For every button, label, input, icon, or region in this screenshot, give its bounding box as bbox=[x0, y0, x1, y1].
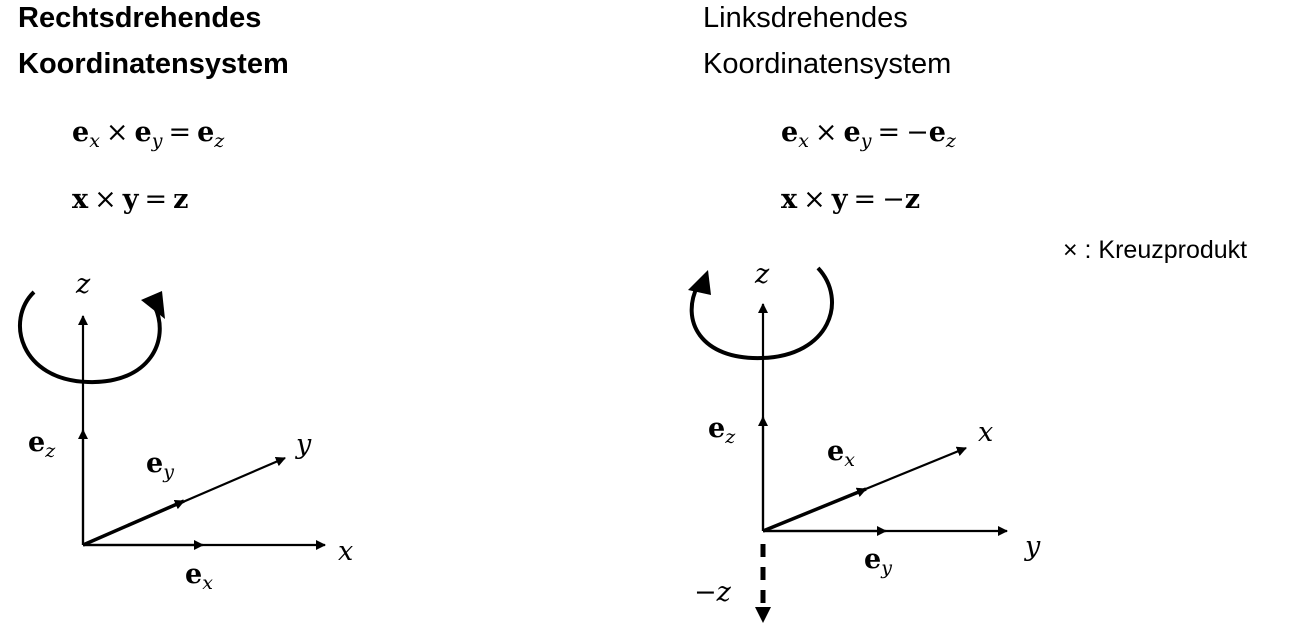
left-equation-unit-vectors: ex×ey=ez bbox=[72, 117, 225, 152]
right-ey-label: ey bbox=[864, 544, 892, 580]
right-coordinate-system bbox=[688, 266, 1008, 623]
left-ey-vector bbox=[82, 499, 185, 547]
left-title-line1: Rechtsdrehendes bbox=[18, 2, 262, 34]
left-ez-label: ez bbox=[28, 427, 56, 463]
right-ex-vector bbox=[762, 487, 867, 533]
right-equation-axes: x×y=−z bbox=[781, 184, 921, 215]
right-y-axis-label: y bbox=[1025, 531, 1041, 562]
right-ez-label: ez bbox=[708, 413, 736, 449]
right-title-line1: Linksdrehendes bbox=[703, 2, 908, 34]
right-neg-z-arrowhead bbox=[755, 607, 771, 623]
left-rotation-arrow bbox=[18, 290, 162, 385]
right-neg-z-axis-label: −z bbox=[694, 577, 731, 608]
left-coordinate-system bbox=[18, 290, 326, 550]
right-z-axis-label: z bbox=[755, 259, 770, 290]
right-equation-unit-vectors: ex×ey=−ez bbox=[781, 117, 956, 152]
left-y-axis-label: y bbox=[296, 429, 312, 460]
left-title-line2: Koordinatensystem bbox=[18, 48, 289, 80]
right-rotation-arrowhead bbox=[688, 270, 711, 295]
right-x-axis-label: x bbox=[978, 417, 994, 448]
right-ex-label: ex bbox=[827, 436, 855, 472]
left-ex-label: ex bbox=[185, 559, 213, 595]
left-equation-axes: x×y=z bbox=[72, 184, 189, 215]
left-x-axis-label: x bbox=[338, 536, 354, 567]
right-rotation-arrow bbox=[689, 266, 834, 361]
left-z-axis-label: z bbox=[76, 269, 91, 300]
cross-product-note: × : Kreuzprodukt bbox=[1063, 236, 1248, 264]
left-ey-label: ey bbox=[146, 448, 174, 484]
right-title-line2: Koordinatensystem bbox=[703, 48, 952, 80]
left-rotation-arrowhead bbox=[141, 291, 165, 319]
